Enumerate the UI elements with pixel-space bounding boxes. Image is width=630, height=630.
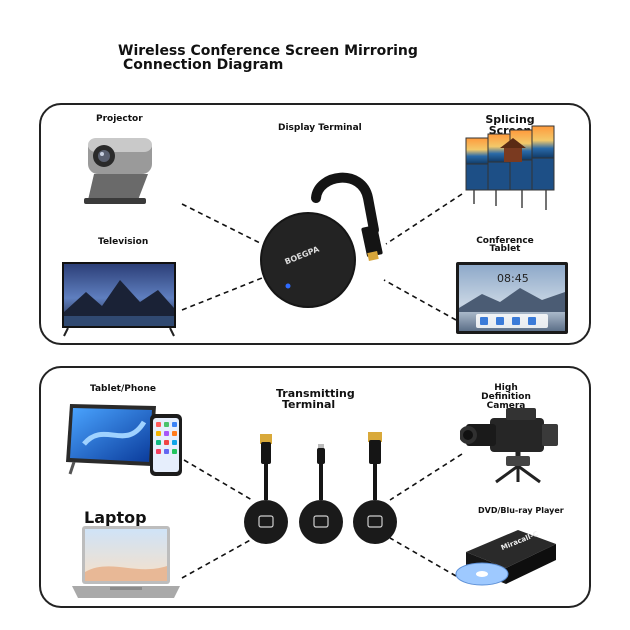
dvd-player-label: DVD/Blu-ray Player [478,506,564,515]
television-image [62,262,176,337]
tablet-phone-image [66,404,182,476]
dvd-player-image [455,530,556,586]
camera-label: High Definition Camera [470,384,542,411]
display-dongle-image [260,172,383,308]
conference-tablet-connector [383,279,457,321]
conference-label-line2: Tablet [489,244,521,254]
diagram-title: Wireless Conference Screen Mirroring Con… [118,44,418,72]
title-line-1: Wireless Conference Screen Mirroring [118,43,418,59]
display-terminal-label: Display Terminal [278,123,362,133]
conference-tablet-label: Conference Tablet [476,236,534,254]
transmitting-terminal-label: Transmitting Terminal [276,388,355,410]
laptop-label: Laptop [84,508,147,527]
splicing-connector [385,193,463,245]
television-connector [181,277,263,311]
camera-label-line2: Camera [486,401,526,411]
projector-connector [181,203,263,245]
status-led-icon [285,283,291,289]
projector-image [84,138,152,204]
camera-image [460,408,558,484]
television-label: Television [98,237,149,247]
camera-label-line1: High Definition [481,383,531,402]
transmitter-dongles-image [244,432,397,544]
tablet-phone-label: Tablet/Phone [90,384,156,394]
splicing-screen-image [465,125,555,210]
laptop-image [72,526,180,598]
conference-tablet-image [456,262,568,334]
dvd-connector [389,537,457,577]
tablet-phone-connector [183,459,253,501]
conference-label-line1: Conference [476,236,534,246]
transmitting-label-line2: Terminal [282,398,336,411]
splicing-label-line1: Splicing [485,113,535,126]
laptop-connector [181,537,255,579]
transmitting-label-line1: Transmitting [276,387,355,400]
projector-label: Projector [96,114,143,124]
title-line-2: Connection Diagram [123,57,284,73]
tablet-clock: 08:45 [497,272,529,285]
